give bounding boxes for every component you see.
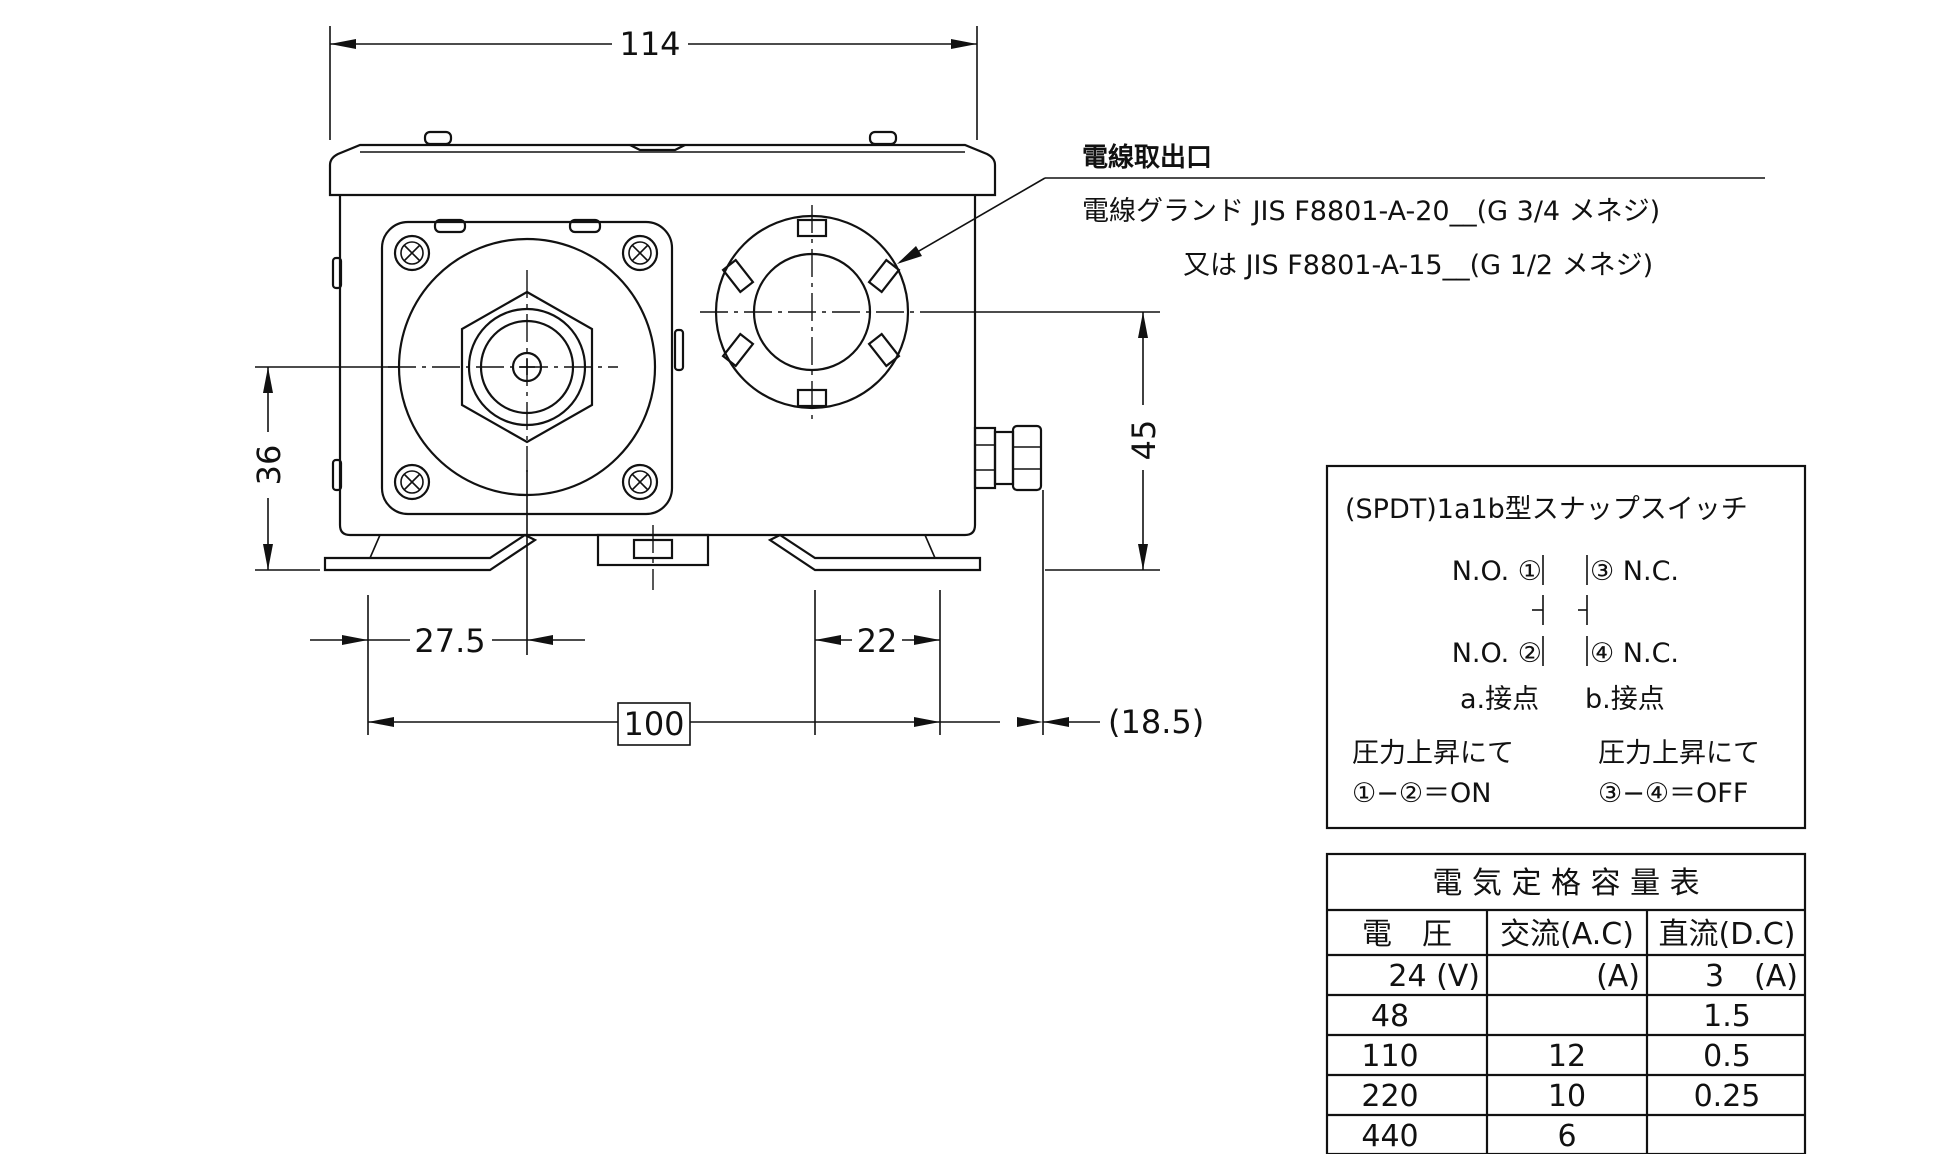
contact-nc4: ④ N.C. (1590, 638, 1679, 669)
cover-bolt-left (423, 130, 453, 146)
dimension-114: 114 (329, 25, 978, 140)
header-voltage: 電 圧 (1362, 917, 1452, 952)
table-cell: 10 (1548, 1079, 1586, 1114)
side-gland (973, 424, 1043, 492)
table-cell: 1.5 (1703, 999, 1751, 1034)
table-cell: 3 (A) (1705, 959, 1798, 994)
dimension-45: 45 (924, 311, 1163, 571)
cable-outlet-callout: 電線取出口 電線グランド JIS F8801-A-20__(G 3/4 メネジ)… (897, 142, 1765, 281)
side-boss-left-upper (331, 256, 343, 290)
cover-bolt-right (868, 130, 898, 146)
dimension-label: 45 (1125, 420, 1163, 461)
switch-enclosure (323, 130, 1043, 572)
pressure-rise-right: 圧力上昇にて (1598, 738, 1760, 769)
cover-center-tab (629, 144, 686, 152)
table-cell: 24 (V) (1388, 959, 1480, 994)
callout-title: 電線取出口 (1082, 142, 1212, 173)
header-dc: 直流(D.C) (1659, 917, 1796, 952)
dimension-label: 114 (619, 25, 680, 63)
mounting-base (323, 533, 538, 572)
contact-schematic (1532, 555, 1588, 666)
dimension-27-5: 27.5 (310, 470, 585, 735)
plate-screw (393, 234, 431, 272)
table-cell: 440 (1361, 1119, 1418, 1154)
contact-no2: N.O. ② (1452, 638, 1542, 669)
dimension-label: 27.5 (414, 622, 485, 660)
dimension-100: 100 (368, 702, 940, 746)
off-condition: ③−④＝OFF (1598, 778, 1748, 809)
plate-screw (393, 463, 431, 501)
contact-nc3: ③ N.C. (1590, 556, 1679, 587)
dimension-label: (18.5) (1108, 703, 1204, 741)
plate-screw (621, 463, 659, 501)
dimension-22: 22 (814, 590, 941, 735)
callout-line1: 電線グランド JIS F8801-A-20__(G 3/4 メネジ) (1082, 196, 1660, 227)
contact-no1: N.O. ① (1452, 556, 1542, 587)
dimension-36: 36 (250, 366, 400, 571)
hex-nut (460, 290, 594, 444)
dimension-label: 100 (623, 705, 684, 743)
dimension-18-5: (18.5) (940, 490, 1204, 741)
dimension-label: 22 (857, 622, 898, 660)
reference-dimension-box (617, 702, 691, 746)
table-cell: 110 (1361, 1039, 1418, 1074)
side-boss-mid (673, 328, 685, 372)
dimension-label: 36 (250, 445, 288, 486)
table-cell: 12 (1548, 1039, 1586, 1074)
header-ac: 交流(A.C) (1500, 917, 1634, 952)
switch-type-title: (SPDT)1a1b型スナップスイッチ (1345, 494, 1748, 525)
rating-table-title: 電 気 定 格 容 量 表 (1432, 866, 1699, 901)
table-cell: 48 (1371, 999, 1409, 1034)
center-lines (388, 205, 924, 590)
table-cell: (A) (1596, 959, 1640, 994)
table-cell: 0.25 (1694, 1079, 1761, 1114)
rating-table: 電 気 定 格 容 量 表 電 圧 交流(A.C) 直流(D.C) 24 (V)… (1325, 852, 1807, 1154)
side-boss-left-lower (331, 458, 343, 492)
enclosure-cover (328, 143, 997, 197)
table-cell: 6 (1557, 1119, 1576, 1154)
on-condition: ①−②＝ON (1352, 778, 1491, 809)
table-cell: 220 (1361, 1079, 1418, 1114)
table-cell: 0.5 (1703, 1039, 1751, 1074)
switch-spec-box: (SPDT)1a1b型スナップスイッチ N.O. ① ③ N.C. N.O. ②… (1325, 464, 1807, 830)
pressure-rise-left: 圧力上昇にて (1352, 738, 1514, 769)
plate-screw (621, 234, 659, 272)
a-contact-label: a.接点 (1460, 684, 1539, 715)
b-contact-label: b.接点 (1585, 684, 1665, 715)
callout-line2: 又は JIS F8801-A-15__(G 1/2 メネジ) (1183, 250, 1653, 281)
